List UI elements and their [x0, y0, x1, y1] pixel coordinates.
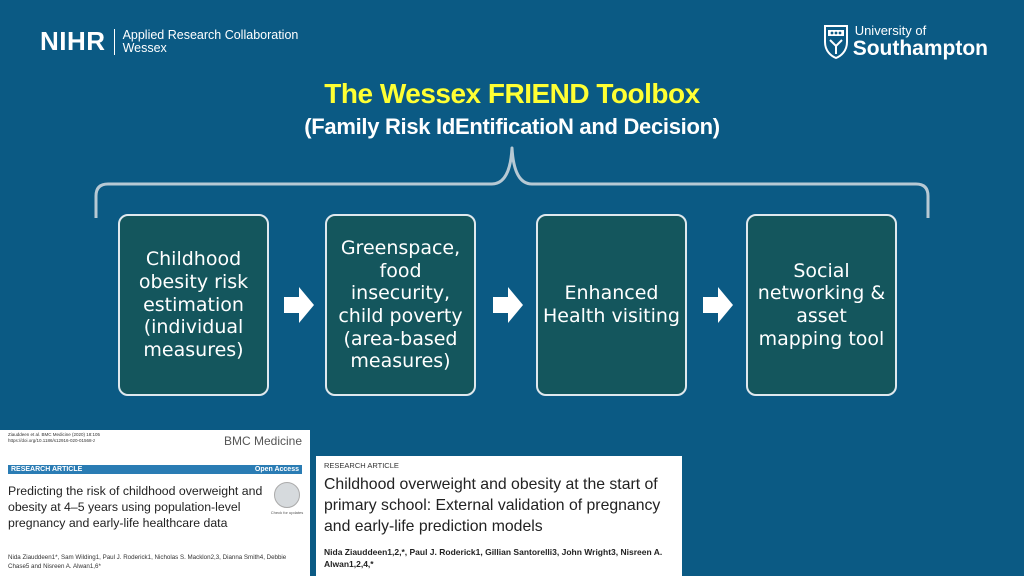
paper1-citation: Ziauddeen et al. BMC Medicine (2020) 18:… [8, 432, 101, 437]
arrow-right-icon [703, 287, 733, 323]
slide-title: The Wessex FRIEND Toolbox [324, 78, 700, 109]
step-label-4: Social networking & asset mapping tool [757, 259, 886, 350]
step-box-2: Greenspace, food insecurity, child pover… [325, 214, 476, 396]
curly-brace [94, 146, 930, 218]
paper2-article-type: RESEARCH ARTICLE [324, 461, 399, 470]
logo-divider [113, 28, 115, 55]
paper1-authors: Nida Ziauddeen1*, Sam Wilding1, Paul J. … [8, 554, 287, 570]
paper1-open-access: Open Access [254, 466, 299, 473]
paper2-title: Childhood overweight and obesity at the … [324, 476, 661, 535]
paper1-meta: Ziauddeen et al. BMC Medicine (2020) 18:… [8, 432, 100, 444]
southampton-wordmark: University of Southampton [853, 24, 988, 60]
southampton-logo: University of Southampton [823, 24, 988, 60]
step-label-1: Childhood obesity risk estimation (indiv… [138, 248, 249, 362]
nihr-wordmark: NIHR [40, 26, 106, 56]
step-box-4: Social networking & asset mapping tool [746, 214, 897, 396]
check-for-updates-icon [274, 482, 300, 508]
step-box-3: Enhanced Health visiting [536, 214, 687, 396]
check-for-updates-label: Check for updates [270, 510, 304, 515]
paper-clipping-bmc-medicine: Ziauddeen et al. BMC Medicine (2020) 18:… [0, 430, 310, 576]
nihr-subtitle-line2: Wessex [122, 40, 167, 55]
step-label-3: Enhanced Health visiting [543, 282, 680, 327]
university-of-text: University of [854, 23, 927, 38]
paper1-header-band: RESEARCH ARTICLE Open Access [8, 465, 302, 474]
nihr-logo: NIHR Applied Research Collaboration Wess… [40, 26, 298, 57]
arrow-right-icon [284, 287, 314, 323]
arrow-right-icon [493, 287, 523, 323]
paper2-authors: Nida Ziauddeen1,2,*, Paul J. Roderick1, … [324, 547, 663, 569]
nihr-subtitle-line1: Applied Research Collaboration [122, 27, 299, 42]
step-label-2: Greenspace, food insecurity, child pover… [338, 236, 463, 373]
paper-clipping-plos: RESEARCH ARTICLE Childhood overweight an… [316, 456, 682, 576]
nihr-subtitle: Applied Research Collaboration Wessex [122, 27, 299, 55]
slide-subtitle: (Family Risk IdEntificatioN and Decision… [304, 114, 720, 139]
paper1-journal-name: BMC Medicine [223, 434, 302, 448]
paper1-title: Predicting the risk of childhood overwei… [8, 484, 263, 530]
southampton-text: Southampton [852, 37, 988, 60]
paper1-article-type: RESEARCH ARTICLE [11, 466, 83, 473]
step-box-1: Childhood obesity risk estimation (indiv… [118, 214, 269, 396]
paper1-doi: https://doi.org/10.1186/s12916-020-01568… [8, 438, 96, 443]
university-crest-icon [823, 25, 848, 60]
